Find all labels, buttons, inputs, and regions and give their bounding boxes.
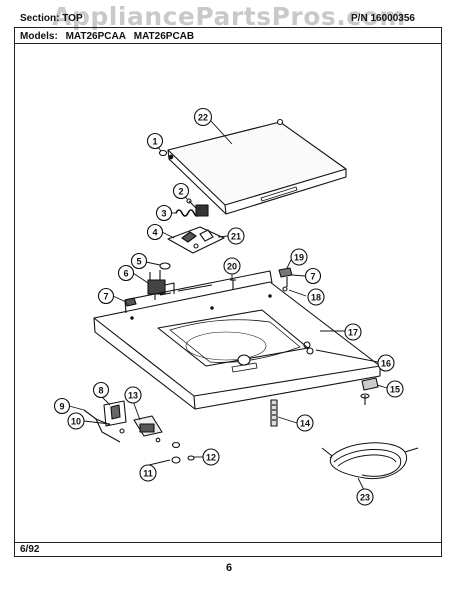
svg-text:15: 15 <box>390 385 400 395</box>
models-line: Models: MAT26PCAA MAT26PCAB <box>20 31 199 42</box>
callout-3: 3 <box>155 204 173 222</box>
svg-text:13: 13 <box>128 391 138 401</box>
lid-switch-part <box>147 262 175 300</box>
pn-label: P/N <box>351 13 368 24</box>
hinge-clip-part <box>360 377 379 405</box>
svg-text:17: 17 <box>348 328 358 338</box>
callout-19: 19 <box>290 248 308 266</box>
callout-7: 7 <box>97 287 115 305</box>
pn-value: 16000356 <box>370 13 415 24</box>
svg-text:19: 19 <box>294 253 304 263</box>
callout-18: 18 <box>307 288 325 306</box>
screw-part <box>278 267 293 292</box>
callout-11: 11 <box>139 464 157 482</box>
svg-text:14: 14 <box>300 419 310 429</box>
svg-text:1: 1 <box>152 137 157 147</box>
callout-16: 16 <box>377 354 395 372</box>
hinge-spring-part <box>175 204 209 217</box>
models-label: Models: <box>20 31 58 42</box>
svg-text:7: 7 <box>310 272 315 282</box>
bumper-part <box>158 149 168 157</box>
callout-9: 9 <box>53 397 71 415</box>
model-number: MAT26PCAA <box>65 31 126 42</box>
svg-text:23: 23 <box>360 493 370 503</box>
callout-4: 4 <box>146 223 164 241</box>
svg-text:20: 20 <box>227 262 237 272</box>
callout-1: 1 <box>146 132 164 150</box>
svg-text:2: 2 <box>178 187 183 197</box>
callout-14: 14 <box>296 414 314 432</box>
svg-text:9: 9 <box>59 402 64 412</box>
svg-text:5: 5 <box>136 257 141 267</box>
callout-5: 5 <box>130 252 148 270</box>
callout-10: 10 <box>67 412 85 430</box>
callout-15: 15 <box>386 380 404 398</box>
watermark: AppliancePartsPros.com <box>52 2 406 31</box>
callout-20: 20 <box>223 257 241 275</box>
callout-17: 17 <box>344 323 362 341</box>
svg-text:16: 16 <box>381 359 391 369</box>
callout-23: 23 <box>356 488 374 506</box>
callout-12: 12 <box>202 448 220 466</box>
callouts: 22 1 2 3 4 21 5 6 20 19 7 18 7 17 16 15 … <box>53 107 404 506</box>
callout-13: 13 <box>124 386 142 404</box>
page-frame <box>14 27 442 557</box>
leader-lines <box>68 120 388 491</box>
hinge-bracket-part <box>167 226 225 254</box>
svg-text:18: 18 <box>311 293 321 303</box>
callout-8: 8 <box>92 381 110 399</box>
svg-text:6: 6 <box>123 269 128 279</box>
svg-text:10: 10 <box>71 417 81 427</box>
header-divider <box>14 43 442 44</box>
svg-text:7: 7 <box>103 292 108 302</box>
svg-text:21: 21 <box>231 232 241 242</box>
callout-2: 2 <box>172 182 190 200</box>
part-number-header: P/N 16000356 <box>351 13 415 24</box>
switch-part <box>133 415 163 443</box>
callout-21: 21 <box>227 227 245 245</box>
lid-part <box>167 118 347 215</box>
page-number: 6 <box>225 562 233 574</box>
svg-text:22: 22 <box>198 113 208 123</box>
callout-6: 6 <box>117 264 135 282</box>
svg-text:12: 12 <box>206 453 216 463</box>
callout-7: 7 <box>304 267 322 285</box>
model-number: MAT26PCAB <box>133 31 195 42</box>
svg-text:4: 4 <box>152 228 157 238</box>
section-value: TOP <box>62 13 83 24</box>
switch-bracket-part <box>83 400 127 443</box>
callout-22: 22 <box>193 107 213 127</box>
svg-text:11: 11 <box>143 469 153 479</box>
section-header: Section: TOP <box>20 13 83 24</box>
svg-text:3: 3 <box>161 209 166 219</box>
nut-part <box>171 441 195 464</box>
wire-harness-part <box>321 442 419 480</box>
svg-text:8: 8 <box>98 386 103 396</box>
footer-divider <box>14 542 442 543</box>
revision-date: 6/92 <box>20 544 40 555</box>
section-label: Section: <box>20 13 60 24</box>
screw-part <box>270 399 278 427</box>
